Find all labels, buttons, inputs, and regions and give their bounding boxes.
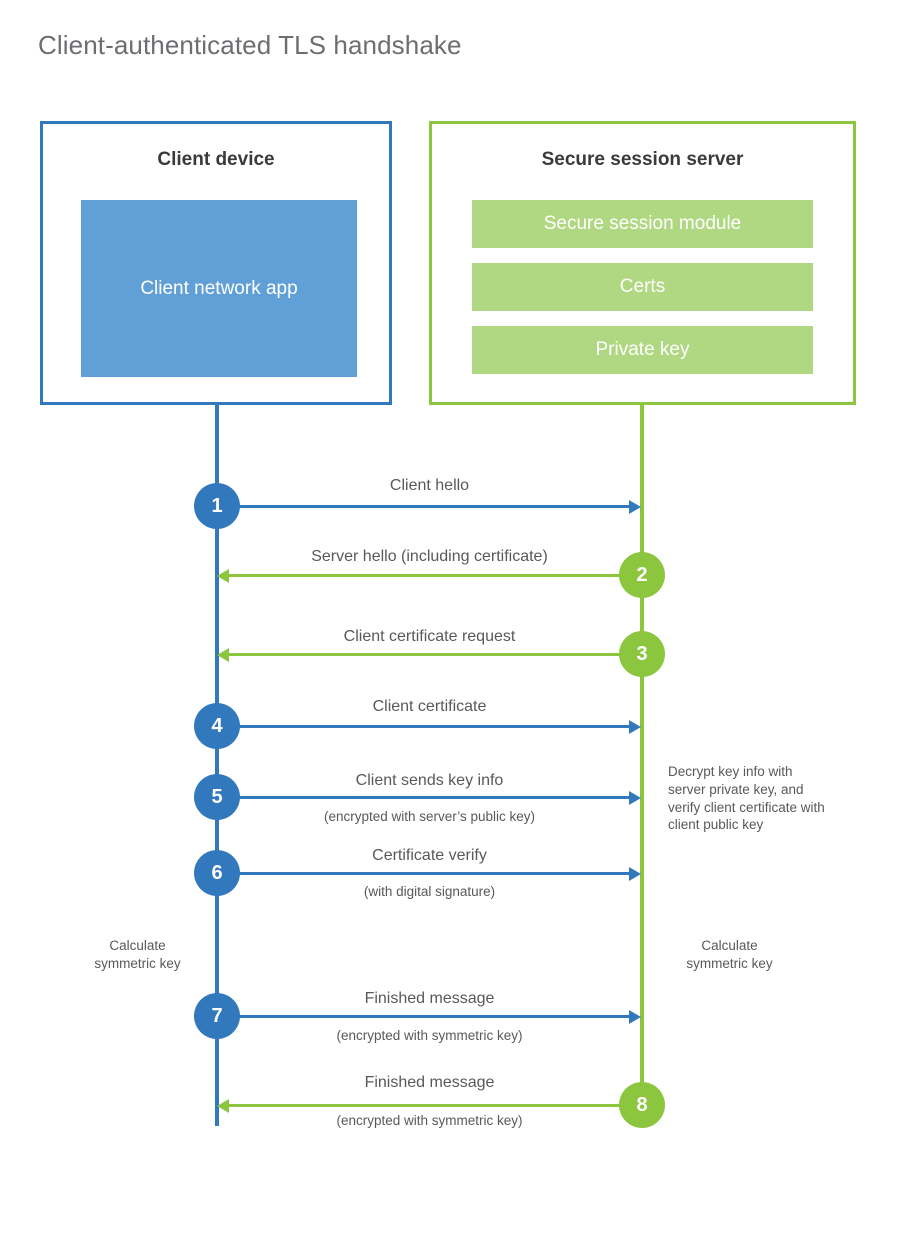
step-3-label: Client certificate request xyxy=(343,628,516,645)
page-title: Client-authenticated TLS handshake xyxy=(38,30,462,60)
step-2-line xyxy=(229,574,642,577)
step-2-label: Server hello (including certificate) xyxy=(311,548,548,565)
step-1-label: Client hello xyxy=(389,477,470,494)
server-lifeline xyxy=(640,405,644,1107)
step-1-arrowhead-icon xyxy=(629,499,641,514)
step-2-arrowhead-icon xyxy=(217,568,229,583)
private-key-block: Private key xyxy=(472,326,813,374)
step-8-circle[interactable]: 8 xyxy=(619,1082,665,1128)
client-device-title: Client device xyxy=(157,149,275,170)
step-6-label: Certificate verify xyxy=(372,847,487,864)
secure-session-module-block: Secure session module xyxy=(472,200,813,248)
step-3-arrowhead-icon xyxy=(217,647,229,662)
calculate-symmetric-key-server-note: Calculate symmetric key xyxy=(686,938,773,971)
step-6-sublabel: (with digital signature) xyxy=(363,884,496,899)
step-5-circle[interactable]: 5 xyxy=(194,774,240,820)
step-5-line xyxy=(217,796,629,799)
step-4-circle[interactable]: 4 xyxy=(194,703,240,749)
secure-session-server-box: Secure session server Secure session mod… xyxy=(429,121,856,405)
secure-session-server-title: Secure session server xyxy=(541,149,744,170)
decrypt-key-note: Decrypt key info with server private key… xyxy=(668,764,825,833)
step-8-arrowhead-icon xyxy=(217,1098,229,1113)
step-7-label: Finished message xyxy=(364,990,495,1007)
step-8-line xyxy=(229,1104,642,1107)
certs-block: Certs xyxy=(472,263,813,311)
client-lifeline xyxy=(215,405,219,1126)
step-3-line xyxy=(229,653,642,656)
client-network-app-block: Client network app xyxy=(81,200,357,377)
step-3-circle[interactable]: 3 xyxy=(619,631,665,677)
step-4-arrowhead-icon xyxy=(629,719,641,734)
step-2-circle[interactable]: 2 xyxy=(619,552,665,598)
step-8-label: Finished message xyxy=(364,1074,495,1091)
client-device-box: Client device Client network app xyxy=(40,121,392,405)
step-4-label: Client certificate xyxy=(372,698,487,715)
step-7-line xyxy=(217,1015,629,1018)
step-7-sublabel: (encrypted with symmetric key) xyxy=(336,1028,523,1043)
step-5-label: Client sends key info xyxy=(355,772,504,789)
step-5-arrowhead-icon xyxy=(629,790,641,805)
step-8-sublabel: (encrypted with symmetric key) xyxy=(336,1113,523,1128)
step-6-circle[interactable]: 6 xyxy=(194,850,240,896)
step-6-arrowhead-icon xyxy=(629,866,641,881)
step-5-sublabel: (encrypted with server’s public key) xyxy=(323,809,536,824)
step-7-arrowhead-icon xyxy=(629,1009,641,1024)
step-6-line xyxy=(217,872,629,875)
step-7-circle[interactable]: 7 xyxy=(194,993,240,1039)
step-1-circle[interactable]: 1 xyxy=(194,483,240,529)
step-1-line xyxy=(217,505,629,508)
calculate-symmetric-key-client-note: Calculate symmetric key xyxy=(94,938,181,971)
step-4-line xyxy=(217,725,629,728)
